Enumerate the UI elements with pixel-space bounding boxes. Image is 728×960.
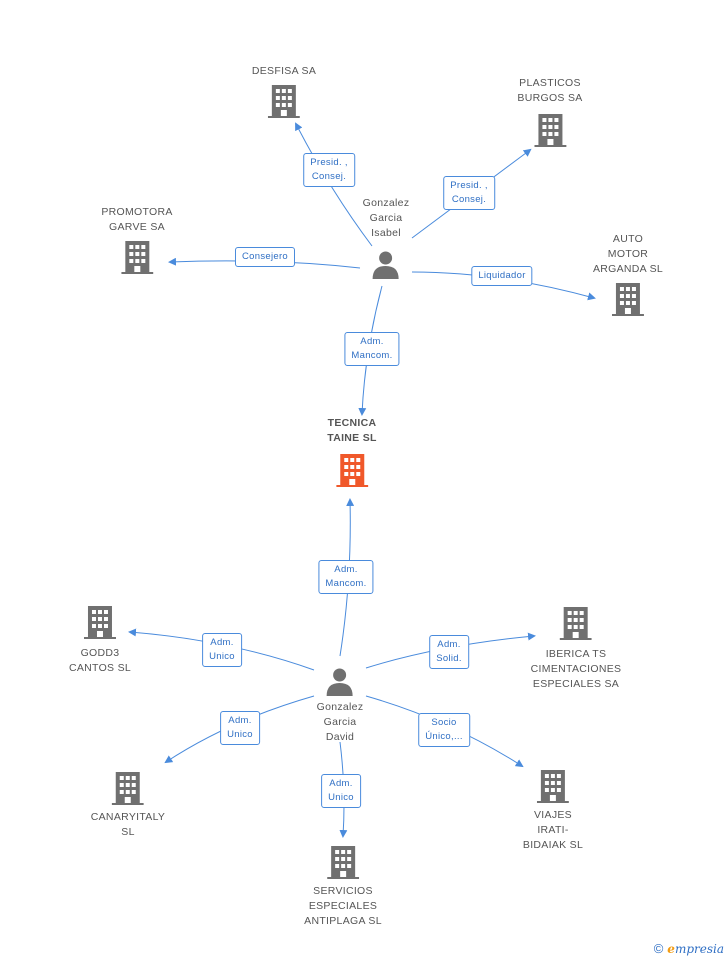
company-node-canaryitaly[interactable]: CANARYITALY SL xyxy=(91,770,166,840)
copyright-symbol: © xyxy=(653,941,664,956)
edge-label-david-viajes[interactable]: Socio Único,... xyxy=(418,713,470,747)
company-label: VIAJES IRATI- BIDAIAK SL xyxy=(522,809,584,851)
company-node-godd3[interactable]: GODD3 CANTOS SL xyxy=(69,604,131,676)
building-icon xyxy=(268,85,300,118)
edge-label-david-iberica[interactable]: Adm. Solid. xyxy=(429,635,469,669)
company-label: SERVICIOS ESPECIALES ANTIPLAGA SL xyxy=(304,885,382,927)
company-node-iberica[interactable]: IBERICA TS CIMENTACIONES ESPECIALES SA xyxy=(531,605,622,692)
building-icon xyxy=(84,606,116,639)
building-icon xyxy=(336,454,368,487)
company-label: CANARYITALY SL xyxy=(90,811,166,838)
person-icon xyxy=(326,668,353,696)
edge-label-david-canary[interactable]: Adm. Unico xyxy=(220,711,260,745)
person-node-david[interactable]: Gonzalez Garcia David xyxy=(317,666,364,745)
building-icon xyxy=(120,241,153,274)
company-node-tecnica-taine[interactable]: TECNICA TAINE SL xyxy=(327,416,376,488)
building-icon xyxy=(611,283,644,316)
building-icon xyxy=(536,770,569,803)
company-label: IBERICA TS CIMENTACIONES ESPECIALES SA xyxy=(530,648,622,690)
edge-isabel-desfisa xyxy=(295,122,373,247)
company-node-desfisa[interactable]: DESFISA SA xyxy=(252,64,316,119)
building-icon xyxy=(327,846,359,879)
company-node-viajes[interactable]: VIAJES IRATI- BIDAIAK SL xyxy=(523,768,583,853)
edge-label-david-godd3[interactable]: Adm. Unico xyxy=(202,633,242,667)
edge-label-isabel-tecnica[interactable]: Adm. Mancom. xyxy=(344,332,400,366)
person-icon xyxy=(372,251,399,279)
company-label: AUTO MOTOR ARGANDA SL xyxy=(592,233,664,275)
company-label: GODD3 CANTOS SL xyxy=(68,647,132,674)
person-label: Gonzalez Garcia Isabel xyxy=(362,197,410,239)
footer-brand[interactable]: © empresia xyxy=(654,941,724,956)
company-label: PLASTICOS BURGOS SA xyxy=(517,77,583,104)
edge-label-david-tecnica[interactable]: Adm. Mancom. xyxy=(318,560,374,594)
person-node-isabel[interactable]: Gonzalez Garcia Isabel xyxy=(363,196,410,279)
edge-label-isabel-auto[interactable]: Liquidador xyxy=(471,266,533,286)
building-icon xyxy=(112,772,144,805)
company-node-servicios[interactable]: SERVICIOS ESPECIALES ANTIPLAGA SL xyxy=(304,844,382,929)
building-icon xyxy=(559,607,592,640)
company-node-promotora[interactable]: PROMOTORA GARVE SA xyxy=(101,205,172,275)
brand-logo: empresia xyxy=(667,941,724,956)
building-icon xyxy=(533,114,566,147)
edge-label-david-servicios[interactable]: Adm. Unico xyxy=(321,774,361,808)
company-label: PROMOTORA GARVE SA xyxy=(101,206,173,233)
company-label: DESFISA SA xyxy=(251,65,317,77)
main-company-label: TECNICA TAINE SL xyxy=(327,417,377,444)
person-label: Gonzalez Garcia David xyxy=(316,701,364,743)
edge-label-isabel-promotora[interactable]: Consejero xyxy=(234,247,296,267)
edge-label-isabel-desfisa[interactable]: Presid. , Consej. xyxy=(303,153,355,187)
company-node-auto-motor[interactable]: AUTO MOTOR ARGANDA SL xyxy=(593,232,663,317)
edge-label-isabel-plasticos[interactable]: Presid. , Consej. xyxy=(443,176,495,210)
company-node-plasticos[interactable]: PLASTICOS BURGOS SA xyxy=(517,76,582,148)
